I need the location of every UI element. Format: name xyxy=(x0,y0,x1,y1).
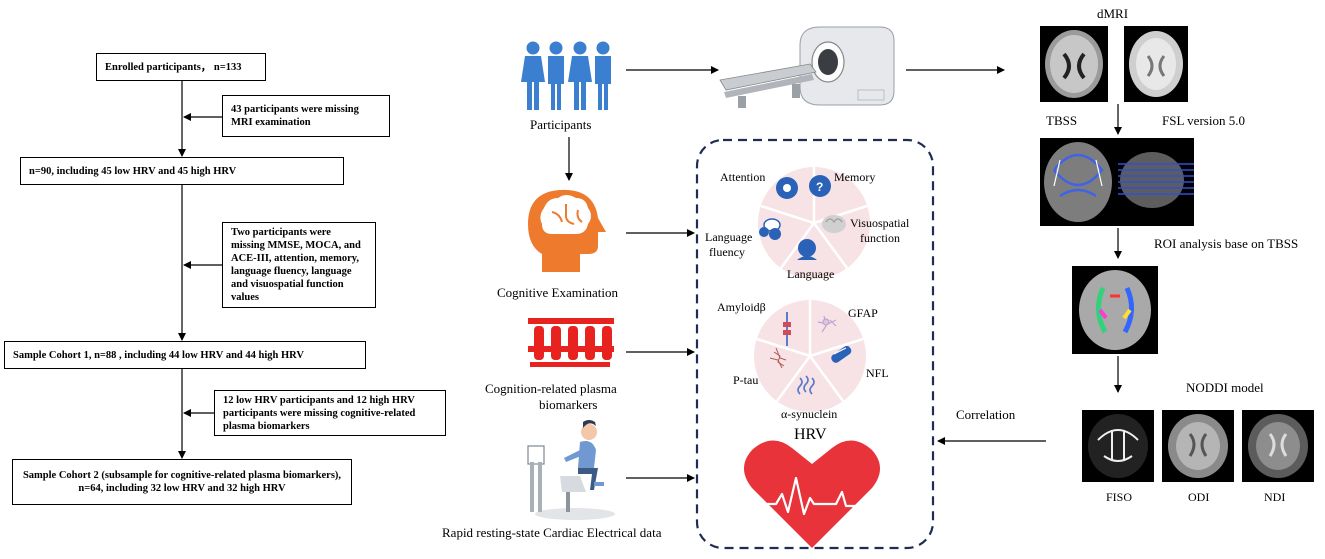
missing-biomarker-text: 12 low HRV participants and 12 high HRV … xyxy=(223,394,416,432)
cohort2-box: Sample Cohort 2 (subsample for cognitive… xyxy=(12,459,352,505)
missing-biomarker-box: 12 low HRV participants and 12 high HRV … xyxy=(214,390,446,436)
fiso-label: FISO xyxy=(1106,490,1133,504)
missing-cognitive-text: Two participants were missing MMSE, MOCA… xyxy=(231,227,361,303)
tbss-label: TBSS xyxy=(1046,113,1078,128)
fsl-label: FSL version 5.0 xyxy=(1162,113,1245,128)
amyloid-icon xyxy=(783,312,791,346)
heart-icon xyxy=(738,440,882,548)
ndi-label: NDI xyxy=(1264,490,1286,504)
language-fluency-label-line2: fluency xyxy=(709,245,745,259)
svg-text:?: ? xyxy=(816,180,823,194)
ecg-label: Rapid resting-state Cardiac Electrical d… xyxy=(442,525,662,540)
enrolled-text: Enrolled participants， n=133 xyxy=(105,61,242,73)
head-brain-icon xyxy=(528,189,606,272)
visuospatial-icon xyxy=(822,215,846,233)
cohort1-box: Sample Cohort 1, n=88 , including 44 low… xyxy=(4,341,366,369)
test-tubes-icon xyxy=(528,318,614,367)
measures-dashed-frame xyxy=(695,138,935,550)
language-fluency-label-line1: Language xyxy=(705,230,753,244)
synuclein-icon xyxy=(797,375,815,395)
ptau-label: P-tau xyxy=(733,373,759,387)
ecg-person-icon xyxy=(527,420,615,520)
dmri-label: dMRI xyxy=(1097,6,1129,21)
enrolled-box: Enrolled participants， n=133 xyxy=(96,53,266,81)
attention-label: Attention xyxy=(720,170,766,184)
odi-image xyxy=(1162,410,1234,482)
participants-icon xyxy=(521,41,611,110)
hrv-label: HRV xyxy=(794,426,827,443)
n90-text: n=90, including 45 low HRV and 45 high H… xyxy=(29,165,237,177)
memory-label: Memory xyxy=(834,170,876,184)
cohort2-text: Sample Cohort 2 (subsample for cognitive… xyxy=(22,470,342,494)
plasma-label-line2: biomarkers xyxy=(539,397,598,412)
dmri-dwi-image xyxy=(1124,26,1188,102)
plasma-label-line1: Cognition-related plasma xyxy=(485,381,617,396)
gfap-icon xyxy=(817,315,837,333)
roi-image xyxy=(1072,266,1158,354)
visuospatial-label-line1: Visuospatial xyxy=(850,216,910,230)
dmri-t1-image xyxy=(1040,26,1108,102)
memory-icon xyxy=(809,175,831,197)
visuospatial-label-line2: function xyxy=(860,231,900,245)
missing-cognitive-box: Two participants were missing MMSE, MOCA… xyxy=(222,222,376,308)
tbss-image xyxy=(1040,138,1194,226)
cognitive-domains-wheel: ? xyxy=(758,167,870,279)
n90-box: n=90, including 45 low HRV and 45 high H… xyxy=(20,157,344,185)
amyloid-label: Amyloidβ xyxy=(717,300,766,314)
odi-label: ODI xyxy=(1188,490,1210,504)
missing-mri-text: 43 participants were missing MRI examina… xyxy=(231,104,359,128)
missing-mri-box: 43 participants were missing MRI examina… xyxy=(222,95,390,137)
biomarker-wheel xyxy=(754,300,866,412)
ptau-icon xyxy=(769,347,787,369)
mri-scanner-icon xyxy=(719,26,895,108)
nfl-icon xyxy=(831,345,852,363)
language-label: Language xyxy=(787,267,835,281)
fiso-image xyxy=(1082,410,1154,482)
roi-label: ROI analysis base on TBSS xyxy=(1154,236,1299,251)
correlation-label: Correlation xyxy=(956,407,1016,422)
synuclein-label: α-synuclein xyxy=(781,407,838,421)
gfap-label: GFAP xyxy=(848,306,878,320)
participants-label: Participants xyxy=(530,117,592,132)
cohort1-text: Sample Cohort 1, n=88 , including 44 low… xyxy=(13,349,304,361)
ndi-image xyxy=(1242,410,1314,482)
language-icon xyxy=(798,239,816,257)
cognitive-exam-label: Cognitive Examination xyxy=(497,285,618,300)
noddi-label: NODDI model xyxy=(1186,380,1264,395)
nfl-label: NFL xyxy=(866,366,889,380)
